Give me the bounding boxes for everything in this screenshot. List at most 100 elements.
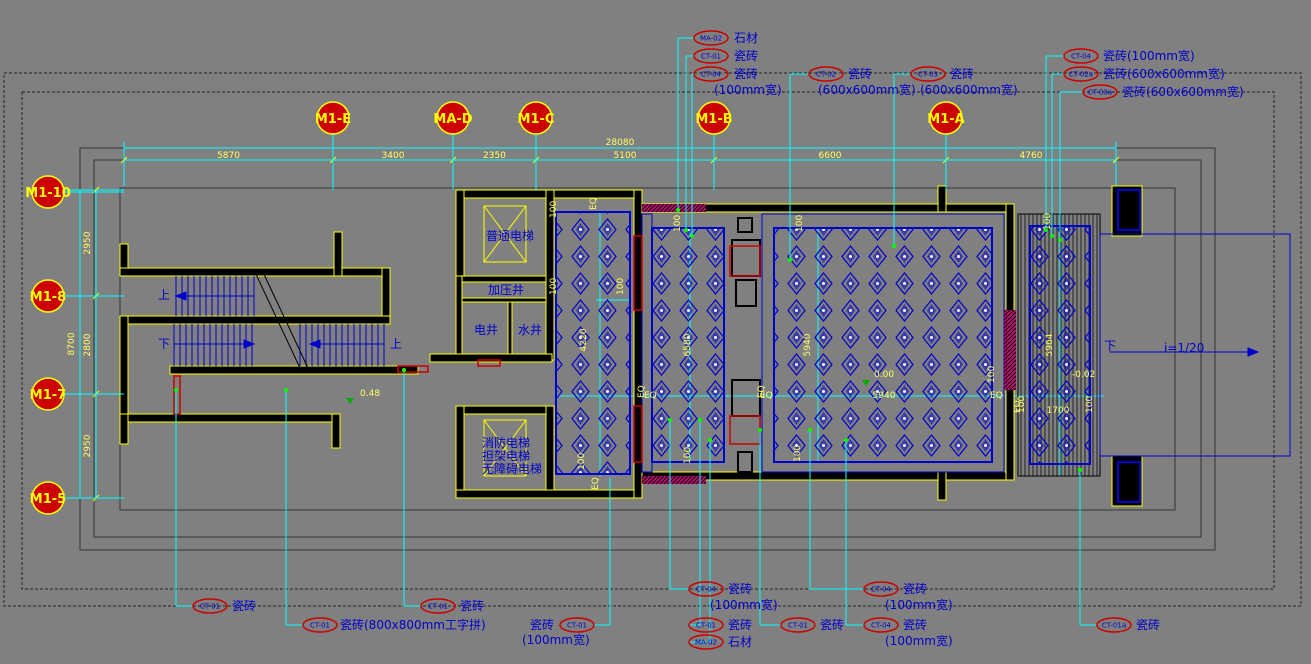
- room-electrical-shaft: 电井: [474, 323, 498, 337]
- callout-text: 瓷砖: [903, 581, 927, 596]
- dim-segment-top: 4760: [1020, 151, 1043, 161]
- dim-overall-top: 28080: [606, 138, 635, 148]
- material-tag-code: CT-02: [816, 71, 836, 79]
- dim-left-overall: 8700: [67, 332, 77, 355]
- callout-text: 瓷砖: [848, 66, 872, 81]
- level-mark: 0.48: [360, 389, 380, 399]
- grid-bubble-label: M1-E: [315, 112, 351, 127]
- grid-bubble: M1-E: [315, 101, 351, 190]
- material-tag-ring: [863, 617, 899, 633]
- material-tag-ring: [780, 617, 816, 633]
- grid-bubble: M1-5: [30, 481, 124, 515]
- dim-small: 100: [793, 445, 803, 462]
- dim-interior: 6580: [683, 333, 693, 356]
- dim-small: 100: [549, 201, 559, 218]
- material-tag-code: CT-04: [696, 586, 717, 594]
- callout-text: 瓷砖: [820, 617, 844, 632]
- room-elevator-normal: 普通电梯: [486, 229, 534, 243]
- dim-interior: 4220: [579, 328, 589, 351]
- material-tag-ring: [688, 634, 724, 650]
- material-tag-code: CT-03a: [1088, 89, 1112, 97]
- material-tag-ring: [420, 598, 456, 614]
- material-tag-ring: [910, 66, 946, 82]
- material-tag-ring: [192, 598, 228, 614]
- grid-bubble: M1-B: [695, 101, 733, 190]
- grid-bubble: M1-8: [30, 279, 124, 313]
- dim-eq: EQ: [757, 385, 767, 398]
- material-tag-ring: [1082, 84, 1118, 100]
- callout-subtext: (100mm宽): [885, 633, 953, 648]
- material-tag-code: CT-04: [871, 586, 892, 594]
- callout-subtext: (600x600mm宽): [818, 82, 916, 97]
- dim-eq: EQ: [990, 391, 1003, 401]
- grid-bubble: M1-7: [30, 377, 124, 411]
- dim-segment-top: 5870: [217, 151, 240, 161]
- grid-bubble: MA-D: [433, 101, 473, 190]
- dim-small: 100: [673, 215, 683, 232]
- grid-bubble-label: M1-B: [695, 112, 732, 127]
- callout-text: 瓷砖: [232, 598, 256, 613]
- callout-text: 瓷砖: [734, 66, 758, 81]
- material-tag-code: CT-04: [1071, 53, 1092, 61]
- dim-small: 100: [616, 278, 626, 295]
- material-tag-ring: [693, 66, 729, 82]
- material-tag-ring: [1063, 66, 1099, 82]
- level-mark: -0.02: [1072, 370, 1095, 380]
- callout-text: 石材: [728, 635, 752, 649]
- dim-small: 100: [795, 215, 805, 232]
- grid-bubble-label: M1-7: [30, 388, 66, 403]
- ramp: [1099, 233, 1291, 457]
- material-tag-code: CT-04: [871, 622, 892, 630]
- material-tag-ring: [808, 66, 844, 82]
- grid-bubble: M1-10: [25, 175, 124, 209]
- room-fire-elevator: 无障碍电梯: [482, 461, 542, 476]
- material-tag-code: CT-04: [701, 71, 722, 79]
- stair-up-label: 上: [158, 288, 170, 302]
- material-tag-code: CT-01: [701, 53, 721, 61]
- callout-subtext: (100mm宽): [885, 597, 953, 612]
- bottom-callout: CT-04 瓷砖(100mm宽): [863, 581, 953, 612]
- dim-eq: EQ: [760, 391, 773, 401]
- stair-down-label: 下: [158, 337, 170, 351]
- dim-interior: 1700: [1047, 406, 1070, 416]
- dim-eq: EQ: [637, 385, 647, 398]
- dim-segment-top: 3400: [382, 151, 405, 161]
- grid-bubble-label: M1-A: [927, 112, 964, 127]
- room-water-shaft: 水井: [518, 323, 542, 337]
- stairs: [173, 269, 385, 369]
- callout-text: 瓷砖: [460, 598, 484, 613]
- material-tag-code: CT-01a: [1102, 622, 1126, 630]
- room-fire-elevator: 担架电梯: [482, 449, 530, 463]
- material-tag-ring: [688, 581, 724, 597]
- callout-text: 瓷砖: [734, 48, 758, 63]
- callout-subtext: (600x600mm宽): [920, 82, 1018, 97]
- material-tag-ring: [693, 30, 729, 46]
- dim-left-segment: 2950: [83, 231, 93, 254]
- callout-text: 瓷砖(600x600mm宽): [1103, 66, 1225, 81]
- dim-small: 100: [1017, 396, 1027, 413]
- material-tag-code: CT-01: [567, 622, 587, 630]
- callout-subtext: (100mm宽): [710, 597, 778, 612]
- dim-small: 100: [683, 447, 693, 464]
- dim-eq: EQ: [591, 477, 601, 490]
- callout-text: 瓷砖: [530, 617, 554, 632]
- dim-small: 100: [987, 366, 997, 383]
- elevator-shafts: [463, 197, 547, 491]
- material-tag-ring: [1063, 48, 1099, 64]
- material-tag-ring: [863, 581, 899, 597]
- top-callout: CT-01 瓷砖: [693, 48, 758, 64]
